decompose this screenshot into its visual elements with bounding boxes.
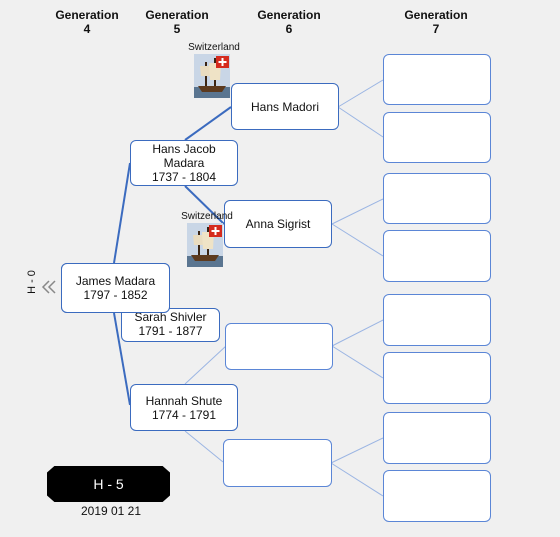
person-name: Hannah Shute xyxy=(145,393,223,408)
empty-person-slot[interactable] xyxy=(383,470,491,522)
person-spouse[interactable]: Sarah Shivler 1791 - 1877 xyxy=(121,308,220,342)
immigration-label: Switzerland xyxy=(188,42,240,53)
header-number: 4 xyxy=(83,22,91,36)
header-word: Generation xyxy=(55,8,119,22)
double-chevron-left-icon[interactable] xyxy=(40,279,58,295)
header-number: 6 xyxy=(285,22,293,36)
person-dates: 1737 - 1804 xyxy=(151,170,217,184)
ship-icon xyxy=(194,54,230,98)
header-number: 7 xyxy=(432,22,440,36)
immigration-label: Switzerland xyxy=(181,211,233,222)
header-generation-5: Generation 5 xyxy=(137,8,217,36)
empty-person-slot[interactable] xyxy=(383,173,491,224)
empty-person-slot[interactable] xyxy=(383,412,491,464)
empty-person-slot[interactable] xyxy=(225,323,333,370)
person-root-front[interactable]: James Madara 1797 - 1852 xyxy=(61,263,170,313)
empty-person-slot[interactable] xyxy=(223,439,332,487)
person-grandmother[interactable]: Anna Sigrist xyxy=(224,200,332,248)
person-name: Anna Sigrist xyxy=(245,217,311,231)
person-dates: 1791 - 1877 xyxy=(138,324,203,338)
empty-person-slot[interactable] xyxy=(383,112,491,163)
header-generation-6: Generation 6 xyxy=(249,8,329,36)
person-dates: 1774 - 1791 xyxy=(151,407,217,422)
empty-person-slot[interactable] xyxy=(383,352,491,404)
header-word: Generation xyxy=(145,8,209,22)
empty-person-slot[interactable] xyxy=(383,294,491,346)
person-name-line1: Hans Jacob xyxy=(152,142,216,156)
person-father[interactable]: Hans Jacob Madara 1737 - 1804 xyxy=(130,140,238,186)
header-word: Generation xyxy=(404,8,468,22)
chart-date: 2019 01 21 xyxy=(80,504,142,518)
person-mother[interactable]: Hannah Shute 1774 - 1791 xyxy=(130,384,238,431)
header-word: Generation xyxy=(257,8,321,22)
person-dates: 1797 - 1852 xyxy=(83,288,148,302)
ship-icon xyxy=(187,223,223,267)
person-name: James Madara xyxy=(75,274,156,288)
header-number: 5 xyxy=(173,22,181,36)
header-generation-4: Generation 4 xyxy=(47,8,127,36)
person-name: Sarah Shivler xyxy=(134,310,207,324)
empty-person-slot[interactable] xyxy=(383,54,491,105)
person-grandfather[interactable]: Hans Madori xyxy=(231,83,339,130)
person-name-line2: Madara xyxy=(163,156,205,170)
chart-badge: H - 5 xyxy=(47,466,170,502)
empty-person-slot[interactable] xyxy=(383,230,491,282)
side-label: H - 0 xyxy=(26,270,38,294)
person-name: Hans Madori xyxy=(250,99,320,114)
header-generation-7: Generation 7 xyxy=(396,8,476,36)
